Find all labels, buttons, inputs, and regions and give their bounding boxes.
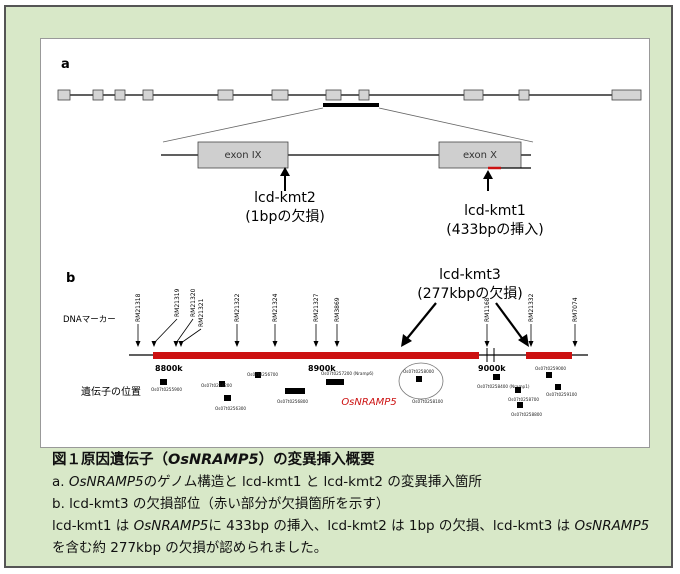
gene-label: Os07t0256800 [277, 399, 308, 404]
deletion-region-main [153, 352, 479, 359]
gene-label: Os07t0259000 [535, 366, 566, 371]
marker-arrowhead [334, 341, 340, 347]
dna-marker-label: DNAマーカー [63, 315, 116, 325]
exon-ix-box [197, 141, 289, 169]
kmt1-name: lcd-kmt1 [464, 203, 526, 219]
kmt3-name: lcd-kmt3 [439, 267, 501, 283]
panel-a-label: a [61, 57, 70, 72]
gene-label: Os07t0258800 [511, 412, 542, 417]
marker-arrowhead [313, 341, 319, 347]
marker-arrowhead [484, 341, 490, 347]
gene-box [219, 381, 225, 387]
figure-caption: 図１原因遺伝子（OsNRAMP5）の変異挿入概要 a. OsNRAMP5のゲノム… [52, 449, 672, 559]
osnramp5-label: OsNRAMP5 [341, 397, 396, 408]
marker-arrowhead [173, 341, 179, 347]
marker-line [180, 328, 202, 344]
gene-label: Os07t0256700 [247, 372, 278, 377]
gene-box [517, 402, 523, 408]
gene-label: Os07t0258400 (Nramp1) [477, 384, 530, 389]
exon-boxes [57, 89, 642, 101]
zoom-region-bar [323, 103, 379, 107]
gene-box [224, 395, 231, 401]
marker-label: RM21322 [234, 293, 241, 322]
marker-arrowhead [135, 341, 141, 347]
gene-box [416, 376, 422, 382]
scale-8900k: 8900k [308, 364, 336, 373]
gene-position-label: 遺伝子の位置 [81, 385, 141, 398]
marker-line [175, 318, 194, 344]
marker-label: RM21320 [190, 288, 197, 317]
gene-label: Os07t0255900 [151, 387, 182, 392]
kmt1-arrowhead [483, 170, 493, 179]
gene-box [546, 372, 552, 378]
gene-box [255, 372, 261, 378]
panel-b-label: b [66, 271, 75, 286]
marker-arrowhead [272, 341, 278, 347]
gene-box [285, 388, 305, 394]
marker-label: RM21327 [313, 293, 320, 322]
kmt2-arrowhead [280, 167, 290, 176]
gene-box [160, 379, 167, 385]
gene-box [493, 374, 500, 380]
kmt3-arrowhead-right [518, 334, 529, 347]
gene-label: Os07t0256300 [215, 406, 246, 411]
marker-line [153, 318, 178, 344]
marker-label: RM21318 [135, 293, 142, 322]
caption-line-a: a. OsNRAMP5のゲノム構造と lcd-kmt1 と lcd-kmt2 の… [52, 474, 482, 490]
caption-line-b: b. lcd-kmt3 の欠損部位（赤い部分が欠損箇所を示す） [52, 496, 390, 512]
caption-summary-2: を含む約 277kbp の欠損が認められました。 [52, 540, 328, 556]
gene-box [326, 379, 344, 385]
figure-panel: a exon IX exon X [40, 38, 650, 448]
gene-group: Os07t0255900Os07t0256200Os07t0256300Os07… [151, 366, 577, 417]
marker-label: RM21324 [272, 293, 279, 322]
marker-label: RM21321 [198, 298, 205, 327]
kmt3-arrow-left [404, 302, 437, 342]
kmt2-desc: (1bpの欠損) [245, 209, 325, 225]
gene-label: Os07t0258100 [412, 399, 443, 404]
scale-8800k: 8800k [155, 364, 183, 373]
caption-summary-1: lcd-kmt1 は OsNRAMP5に 433bp の挿入、lcd-kmt2 … [52, 518, 650, 534]
gene-box [515, 387, 521, 393]
zoom-line-left [162, 107, 324, 143]
marker-arrowhead [528, 341, 534, 347]
scale-9000k: 9000k [478, 364, 506, 373]
gene-label: Os07t0258000 [403, 369, 434, 374]
gene-label: Os07t0258700 [508, 397, 539, 402]
caption-title: 図１原因遺伝子（OsNRAMP5）の変異挿入概要 [52, 452, 375, 468]
gene-label: Os07t0259100 [546, 392, 577, 397]
kmt1-desc: (433bpの挿入) [446, 222, 543, 238]
gene-box [555, 384, 561, 390]
kmt3-arrowhead-left [401, 334, 412, 347]
kmt3-arrow-right [495, 302, 525, 342]
marker-label: RM1168 [484, 297, 491, 322]
marker-label: RM21332 [528, 293, 535, 322]
kmt2-name: lcd-kmt2 [254, 190, 316, 206]
exon-x-box [438, 141, 522, 169]
marker-label: RM21319 [174, 288, 181, 317]
kmt3-desc: (277kbpの欠損) [417, 286, 523, 302]
marker-arrowhead [178, 341, 184, 347]
marker-arrowhead [234, 341, 240, 347]
exon-ix-label: exon IX [224, 150, 261, 161]
exon-x-label: exon X [463, 150, 497, 161]
marker-arrowhead [572, 341, 578, 347]
marker-label: RM3869 [334, 297, 341, 322]
deletion-region-right [526, 352, 572, 359]
osnramp5-circle [398, 362, 444, 400]
zoom-line-right [378, 107, 534, 143]
figure-frame: a exon IX exon X [4, 5, 673, 568]
gene-label: Os07t0257200 (Nramp6) [321, 371, 374, 376]
marker-arrowhead [151, 341, 157, 347]
marker-label: RM7074 [572, 297, 579, 322]
gene-label: Os07t0256200 [201, 383, 232, 388]
figure-diagram: a exon IX exon X [57, 57, 642, 417]
